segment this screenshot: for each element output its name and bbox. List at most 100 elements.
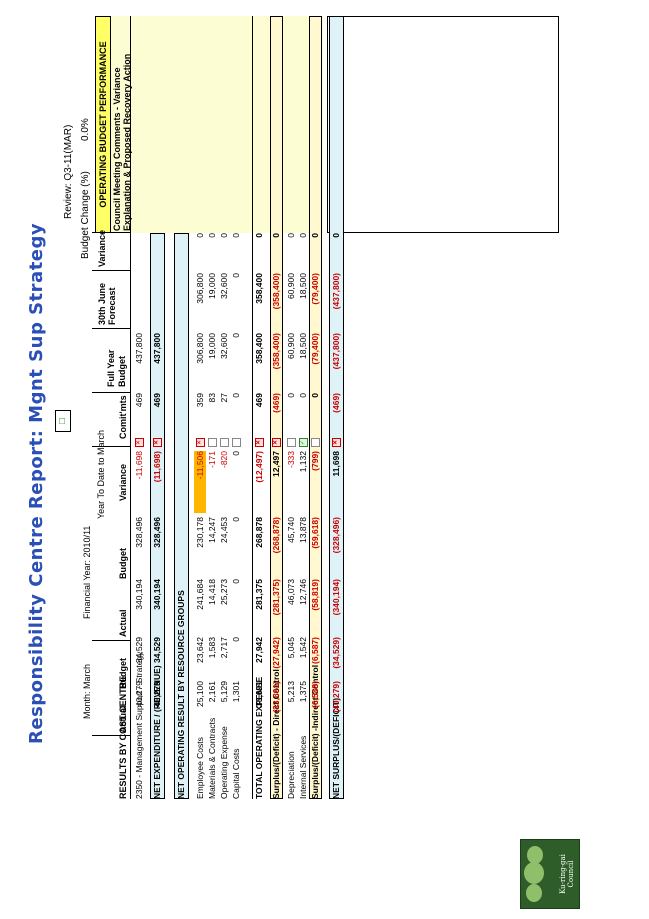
cell: 32,600 [219,273,229,299]
cell: (281,375) [271,579,281,616]
col-full-year: Full Year [106,349,116,387]
check-mark-icon: ✓ [299,438,308,447]
cell: (33,691) [271,681,281,713]
cell: 358,400 [254,273,264,304]
cell: 1,583 [207,637,217,659]
grid-line [92,328,130,329]
cell: 0 [286,393,296,398]
cell: 0 [331,233,341,238]
x-mark-icon: ✕ [272,438,281,447]
cell: 0 [254,233,264,238]
row-name: Capital Costs [231,748,241,799]
review-period: Review: Q3-11(MAR) [63,124,74,219]
cell: 437,800 [134,333,144,364]
cell: 340,194 [152,579,162,610]
cell: -333 [286,451,296,469]
cell: 281,375 [254,579,264,610]
cell: (799) [310,451,320,471]
empty-box-icon [287,438,296,447]
cell: (469) [331,393,341,413]
cell: (328,496) [331,517,341,554]
grid-line [92,232,130,233]
col-commitments: Comit'mts [118,395,128,439]
cell: (11,698) [152,451,162,483]
cell: (437,800) [331,273,341,310]
empty-box-icon [220,438,229,447]
cell: 32,600 [219,333,229,359]
cell: 5,129 [219,681,229,703]
commentary-background [111,16,323,233]
cell: 18,500 [298,333,308,359]
row-name: Employee Costs [195,737,205,799]
cell: 437,800 [152,333,162,364]
cell: 230,178 [195,517,205,548]
cell: 0 [271,233,281,238]
budget-change: Budget Change (%) 0.0% [80,118,91,259]
cell: 23,642 [195,637,205,663]
cell: -11,506 [194,451,206,513]
cell: 0 [231,517,241,522]
cell: (12,497) [254,451,264,483]
cell: 0 [231,233,241,238]
resource-groups-header: NET OPERATING RESULT BY RESOURCE GROUPS [176,590,186,799]
tree-shape [526,884,542,902]
comment-area[interactable] [327,16,559,233]
cell: 13,878 [298,517,308,543]
cell: -171 [207,451,217,469]
cell: (34,529) [331,637,341,669]
cell: (79,400) [310,333,320,365]
col-forecast-2: Forecast [107,287,117,325]
cell: 14,247 [207,517,217,543]
cell: -820 [219,451,229,469]
cell: 0 [195,233,205,238]
budget-change-value: 0.0% [80,118,91,141]
col-ytd-variance: Variance [118,463,128,501]
cell: 0 [310,233,320,238]
cell: 1,301 [231,681,241,703]
cell: (469) [271,393,281,413]
cell: 46,073 [286,579,296,605]
cell: (340,194) [331,579,341,616]
cell: 2,161 [207,681,217,703]
cell: 0 [310,393,320,398]
check-mark-icon[interactable]: ☐ [55,410,71,432]
cell: 0 [231,451,241,456]
cell: (79,400) [310,273,320,305]
perf-header: OPERATING BUDGET PERFORMANCE [95,16,111,233]
cell: 11,698 [331,451,341,477]
cell: (358,400) [271,273,281,310]
cell: (27,942) [271,637,281,669]
cell: 27,942 [254,637,264,663]
cell: -11,698 [134,451,144,480]
cell: (268,878) [271,517,281,554]
cell: 0 [219,233,229,238]
col-forecast: 30th June [97,282,107,325]
cell: 24,453 [219,517,229,543]
cell: 1,132 [298,451,308,473]
cell: 27 [219,393,229,403]
empty-box-icon [232,438,241,447]
cell: (40,279) [331,681,341,713]
cell: 0 [231,579,241,584]
cell: 328,496 [134,517,144,548]
row-name: Depreciation [286,751,296,799]
cell: 14,418 [207,579,217,605]
cell: (59,618) [310,517,320,549]
cell: 358,400 [254,333,264,364]
cell: 2,717 [219,637,229,659]
cell: 18,500 [298,273,308,299]
empty-box-icon [208,438,217,447]
cell: (437,800) [331,333,341,370]
cell: 1,542 [298,637,308,659]
tree-shape [524,862,544,884]
cell: 34,529 [152,637,162,663]
cell: 5,213 [286,681,296,703]
cell: 469 [254,393,264,408]
grid-line [92,640,130,641]
cell: 0 [231,333,241,338]
cell: 469 [152,393,162,408]
col-ytd-budget: Budget [118,548,128,579]
cell: 0 [298,233,308,238]
cell: 469 [134,393,144,408]
